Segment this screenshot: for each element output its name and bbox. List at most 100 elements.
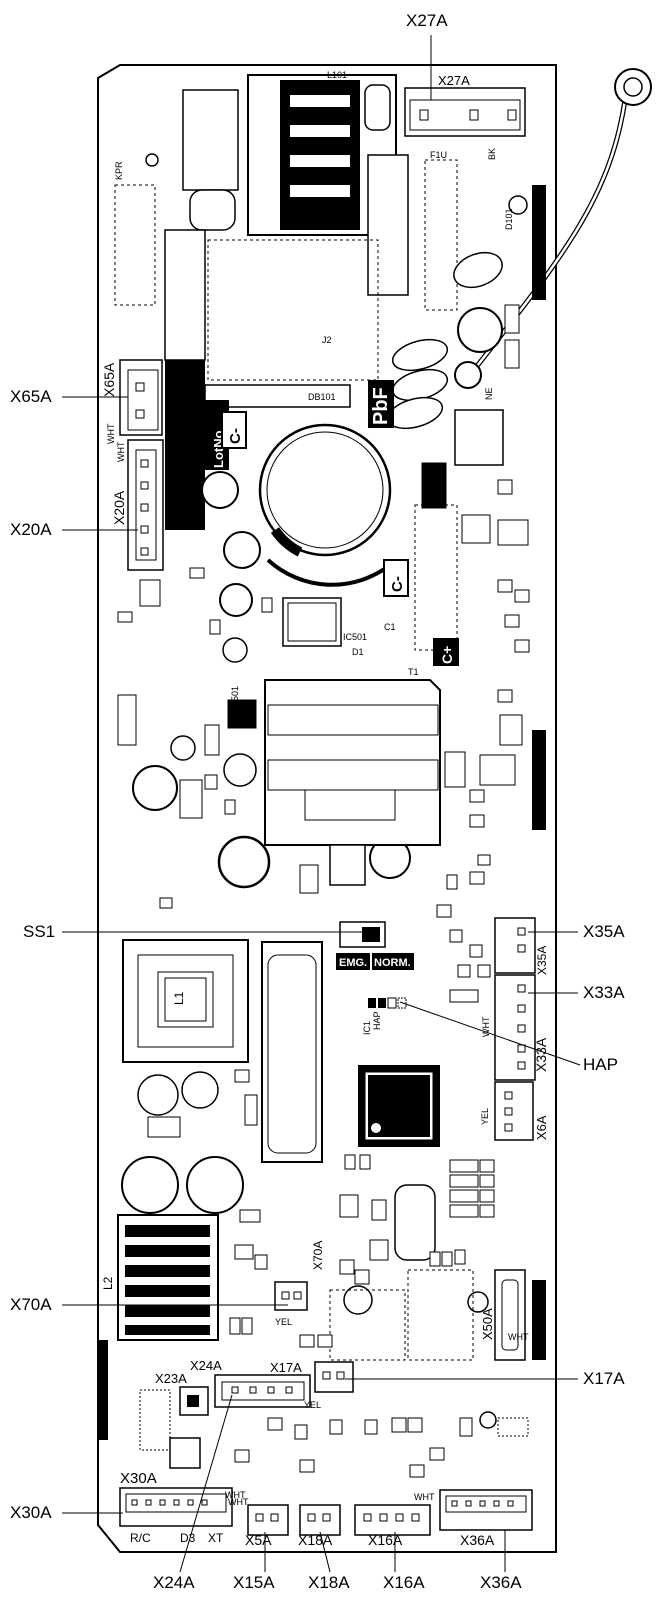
connector-x24a: X24A — [190, 1358, 311, 1408]
board-label-pbf: PbF — [370, 387, 392, 425]
connector-x16a: X16A — [354, 1504, 431, 1548]
switching-transformer — [264, 679, 441, 886]
board-label-ne: NE — [484, 387, 494, 400]
ic-area — [329, 1289, 406, 1361]
board-label-j2: J2 — [322, 335, 332, 345]
board-label-yel-x6a: YEL — [480, 1108, 490, 1125]
connector-x35a: X35A — [494, 917, 549, 975]
board-label-wht-x20a: WHT — [116, 441, 126, 462]
module-hic1 — [261, 941, 323, 1163]
board-label-f1u: F1U — [430, 150, 447, 160]
connector-x18a: X18A — [298, 1504, 341, 1548]
board-label-wht-x65a: WHT — [106, 423, 116, 444]
capacitor — [223, 753, 257, 787]
relay-block — [454, 409, 504, 466]
connector-x36a: X36A — [439, 1489, 533, 1548]
mount-hole — [145, 153, 159, 167]
callout-x70a: X70A — [10, 1295, 52, 1314]
board-label-d3: D3 — [180, 1531, 196, 1545]
db101-bridge — [204, 384, 351, 408]
module-hic1-inner — [267, 954, 317, 1154]
board-label-t1: T1 — [408, 667, 419, 677]
connector-x6a: X6A — [494, 1081, 549, 1141]
ground-wire — [454, 68, 652, 389]
board-label-x18a: X18A — [298, 1532, 333, 1548]
connector-x50a: X50A — [480, 1269, 526, 1361]
callout-x27a: X27A — [406, 11, 448, 30]
callout-x30a: X30A — [10, 1503, 52, 1522]
board-label-ic1: IC1 — [362, 1021, 372, 1035]
board-label-emg: EMG. — [339, 957, 367, 969]
board-label-x6a: X6A — [534, 1115, 549, 1140]
board-label-c-minus-2: C- — [389, 576, 406, 592]
fuse-area — [424, 159, 458, 311]
board-label-d1: D1 — [352, 647, 364, 657]
capacitor — [479, 1411, 497, 1429]
board-label-db101: DB101 — [308, 392, 336, 402]
connector-x17a: X17A — [270, 1360, 354, 1393]
board-label-wht-x30a: WHT — [225, 1490, 246, 1500]
connector-x20a: X20A — [111, 439, 164, 571]
connector-x23a: X23A — [155, 1371, 209, 1416]
board-label-x65a: X65A — [101, 362, 117, 397]
callout-x33a: X33A — [583, 983, 625, 1002]
callout-x65a: X65A — [10, 387, 52, 406]
switch-block — [169, 1437, 201, 1469]
board-label-l2: L2 — [101, 1276, 115, 1290]
board-label-rc: R/C — [130, 1531, 151, 1545]
ic501-inner — [287, 602, 337, 642]
capacitor — [137, 1074, 179, 1116]
capacitor — [186, 1156, 244, 1214]
callout-hap: HAP — [583, 1055, 618, 1074]
board-label-x35a: X35A — [535, 946, 549, 975]
capacitor — [219, 583, 253, 617]
capacitor — [343, 1285, 373, 1315]
callout-x18a: X18A — [308, 1573, 350, 1592]
edge-bar — [98, 1340, 108, 1440]
capacitor — [217, 835, 271, 889]
board-label-wht-x50a: WHT — [508, 1332, 529, 1342]
c-plus-mark: C+ — [433, 638, 459, 666]
board-label-yel-x17a: YEL — [304, 1400, 321, 1410]
ic-area — [407, 1269, 474, 1361]
callout-x24a: X24A — [153, 1573, 195, 1592]
board-label-c-plus: C+ — [439, 646, 455, 664]
board-label-x50a: X50A — [480, 1308, 495, 1340]
board-label-x16a: X16A — [368, 1532, 403, 1548]
board-label-yel-x70a: YEL — [275, 1317, 292, 1327]
capacitor — [508, 195, 528, 215]
board-label-kpr: KPR — [114, 161, 124, 180]
board-label-wht-x33a: WHT — [481, 1016, 491, 1037]
board-label-x23a: X23A — [155, 1371, 187, 1386]
hap-led: HAP IC1 — [362, 997, 407, 1035]
connector-x27a: X27A — [404, 73, 526, 137]
callout-x15a: X15A — [233, 1573, 275, 1592]
component-block — [164, 229, 206, 361]
edge-bar — [165, 355, 205, 530]
choke-l2 — [117, 1214, 219, 1341]
board-label-x27a: X27A — [438, 73, 470, 88]
board-label-norm: NORM. — [374, 957, 411, 969]
capacitor — [201, 471, 239, 509]
capacitor — [457, 307, 503, 353]
ic501 — [282, 597, 342, 647]
heatsink-area — [207, 239, 379, 381]
varistor — [391, 338, 449, 372]
edge-bar — [532, 730, 546, 830]
board-label-x24a: X24A — [190, 1358, 222, 1373]
board-label-hap: HAP — [372, 1011, 382, 1030]
board-label-wht-x16a: WHT — [414, 1492, 435, 1502]
callout-x35a: X35A — [583, 922, 625, 941]
board-label-x17a: X17A — [270, 1360, 302, 1375]
connector-x30a: X30A R/C D3 XT — [119, 1470, 233, 1545]
callout-ss1: SS1 — [23, 922, 56, 941]
choke-l1 — [122, 939, 249, 1063]
board-label-l1: L1 — [172, 991, 186, 1005]
mcu-ic1 — [358, 1065, 440, 1147]
callout-x20a: X20A — [10, 520, 52, 539]
board-label-wht-x15a: WHT — [228, 1497, 249, 1507]
hatched-area — [139, 1389, 171, 1451]
capacitor — [170, 735, 196, 761]
